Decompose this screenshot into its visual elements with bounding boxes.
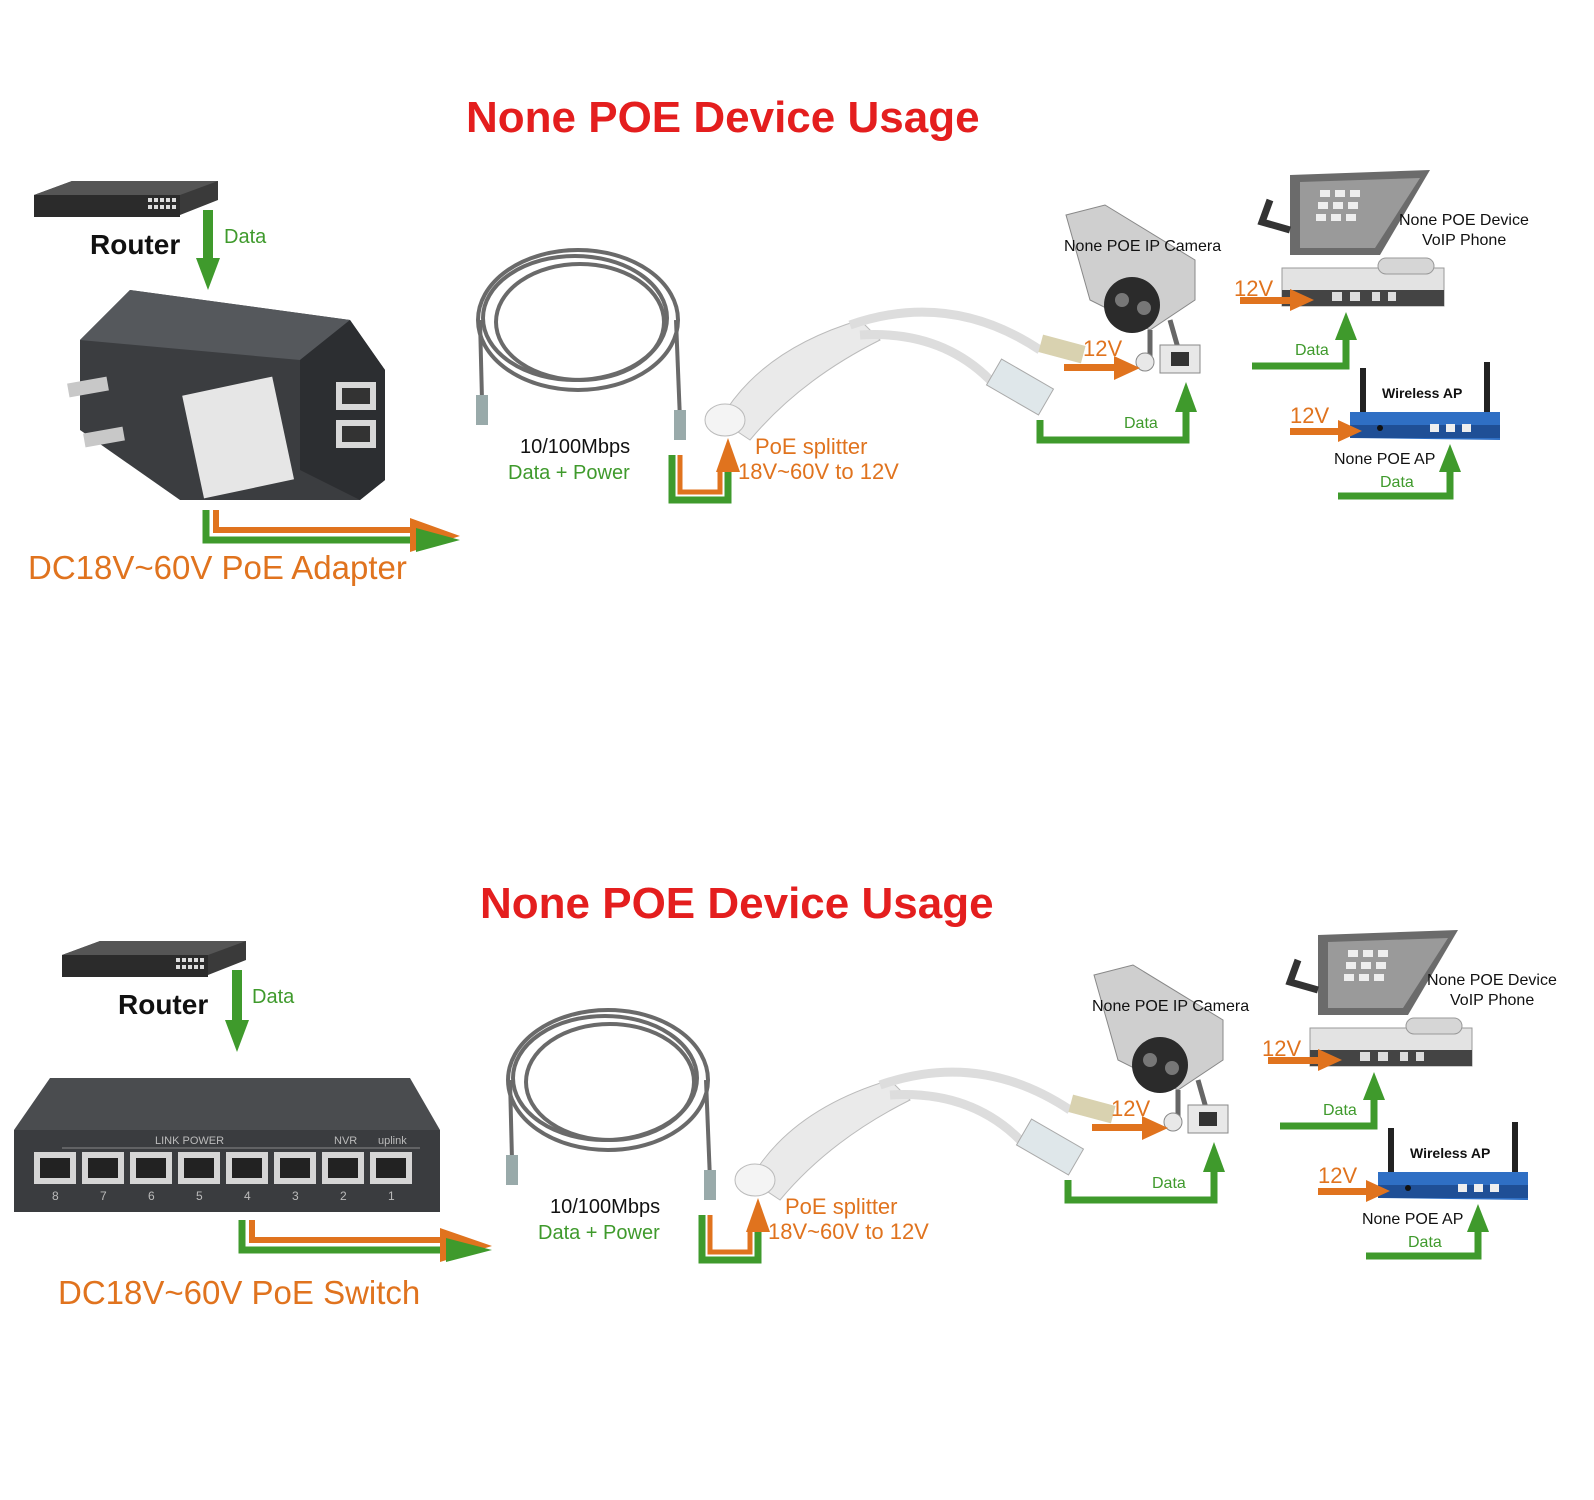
router-label: Router bbox=[90, 229, 181, 260]
ap-power-arrow bbox=[1290, 420, 1362, 442]
camera-data-arrow bbox=[1036, 382, 1197, 444]
cable-speed-label: 10/100Mbps bbox=[550, 1196, 661, 1218]
splitter-input-arrow bbox=[698, 1198, 770, 1264]
source-label: DC18V~60V PoE Adapter bbox=[28, 549, 407, 586]
phone-label-line1: None POE Device bbox=[1427, 972, 1557, 989]
diagram-panel-adapter: None POE Device Usage Router Data DC18V~… bbox=[0, 0, 1594, 740]
ap-top-label: Wireless AP bbox=[1410, 1145, 1491, 1161]
camera-voltage-label: 12V bbox=[1083, 336, 1123, 361]
port-number: 8 bbox=[52, 1189, 59, 1203]
router-data-arrow bbox=[225, 970, 249, 1052]
ap-data-label: Data bbox=[1408, 1234, 1442, 1251]
phone-data-label: Data bbox=[1295, 342, 1329, 359]
ap-data-label: Data bbox=[1380, 474, 1414, 491]
poe-adapter-icon bbox=[67, 290, 385, 500]
splitter-spec-label: 18V~60V to 12V bbox=[768, 1219, 929, 1244]
router-data-label: Data bbox=[252, 986, 295, 1008]
cable-payload-label: Data + Power bbox=[538, 1222, 660, 1244]
port-number: 2 bbox=[340, 1189, 347, 1203]
ethernet-cable-icon bbox=[476, 248, 686, 440]
phone-label-line1: None POE Device bbox=[1399, 212, 1529, 229]
panel-title: None POE Device Usage bbox=[480, 879, 994, 928]
cable-speed-label: 10/100Mbps bbox=[520, 436, 631, 458]
voip-phone-icon bbox=[1257, 170, 1445, 307]
router-label: Router bbox=[118, 989, 209, 1020]
poe-switch-icon bbox=[14, 1078, 440, 1212]
panel-artwork bbox=[14, 930, 1528, 1264]
port-number: 4 bbox=[244, 1189, 251, 1203]
ethernet-cable-icon bbox=[506, 1008, 716, 1200]
switch-uplink-label: uplink bbox=[378, 1135, 407, 1147]
camera-power-arrow bbox=[1064, 356, 1140, 380]
ip-camera-icon bbox=[1065, 204, 1201, 374]
splitter-spec-label: 18V~60V to 12V bbox=[738, 459, 899, 484]
ap-label: None POE AP bbox=[1362, 1211, 1464, 1228]
camera-data-arrow bbox=[1064, 1142, 1225, 1204]
router-icon bbox=[62, 941, 246, 977]
camera-voltage-label: 12V bbox=[1111, 1096, 1151, 1121]
ap-top-label: Wireless AP bbox=[1382, 385, 1463, 401]
camera-label: None POE IP Camera bbox=[1092, 998, 1250, 1015]
ap-data-arrow bbox=[1338, 444, 1461, 500]
voip-phone-icon bbox=[1285, 930, 1473, 1067]
phone-power-arrow bbox=[1268, 1049, 1342, 1071]
poe-splitter-icon bbox=[734, 1067, 1116, 1201]
router-data-arrow bbox=[196, 210, 220, 290]
source-output-arrow bbox=[238, 1220, 492, 1262]
phone-power-arrow bbox=[1240, 289, 1314, 311]
splitter-name-label: PoE splitter bbox=[785, 1194, 898, 1219]
source-label: DC18V~60V PoE Switch bbox=[58, 1274, 421, 1311]
panel-title: None POE Device Usage bbox=[466, 93, 980, 142]
phone-data-arrow bbox=[1280, 1072, 1385, 1130]
ip-camera-icon bbox=[1093, 964, 1229, 1134]
port-number: 6 bbox=[148, 1189, 155, 1203]
phone-data-label: Data bbox=[1323, 1102, 1357, 1119]
switch-nvr-label: NVR bbox=[334, 1135, 358, 1147]
switch-link-power-label: LINK POWER bbox=[155, 1135, 225, 1147]
wireless-ap-icon bbox=[1350, 362, 1500, 440]
port-number: 3 bbox=[292, 1189, 299, 1203]
phone-voltage-label: 12V bbox=[1234, 276, 1274, 301]
wireless-ap-icon bbox=[1378, 1122, 1528, 1200]
splitter-name-label: PoE splitter bbox=[755, 434, 868, 459]
router-icon bbox=[34, 181, 218, 217]
port-number: 1 bbox=[388, 1189, 395, 1203]
phone-data-arrow bbox=[1252, 312, 1357, 370]
camera-power-arrow bbox=[1092, 1116, 1168, 1140]
splitter-input-arrow bbox=[668, 438, 740, 504]
phone-label-line2: VoIP Phone bbox=[1422, 232, 1507, 249]
port-number: 7 bbox=[100, 1189, 107, 1203]
ap-power-arrow bbox=[1318, 1180, 1390, 1202]
poe-splitter-icon bbox=[704, 307, 1086, 441]
port-number: 5 bbox=[196, 1189, 203, 1203]
ap-voltage-label: 12V bbox=[1290, 403, 1330, 428]
phone-voltage-label: 12V bbox=[1262, 1036, 1302, 1061]
camera-label: None POE IP Camera bbox=[1064, 238, 1222, 255]
router-data-label: Data bbox=[224, 226, 267, 248]
source-output-arrow bbox=[202, 510, 460, 552]
ap-data-arrow bbox=[1366, 1204, 1489, 1260]
diagram-panel-switch: LINK POWER NVR uplink 8 7 6 5 4 3 2 1 No… bbox=[0, 760, 1594, 1500]
phone-label-line2: VoIP Phone bbox=[1450, 992, 1535, 1009]
ap-label: None POE AP bbox=[1334, 451, 1436, 468]
camera-data-label: Data bbox=[1152, 1175, 1186, 1192]
cable-payload-label: Data + Power bbox=[508, 462, 630, 484]
panel-artwork bbox=[34, 170, 1500, 552]
ap-voltage-label: 12V bbox=[1318, 1163, 1358, 1188]
camera-data-label: Data bbox=[1124, 415, 1158, 432]
